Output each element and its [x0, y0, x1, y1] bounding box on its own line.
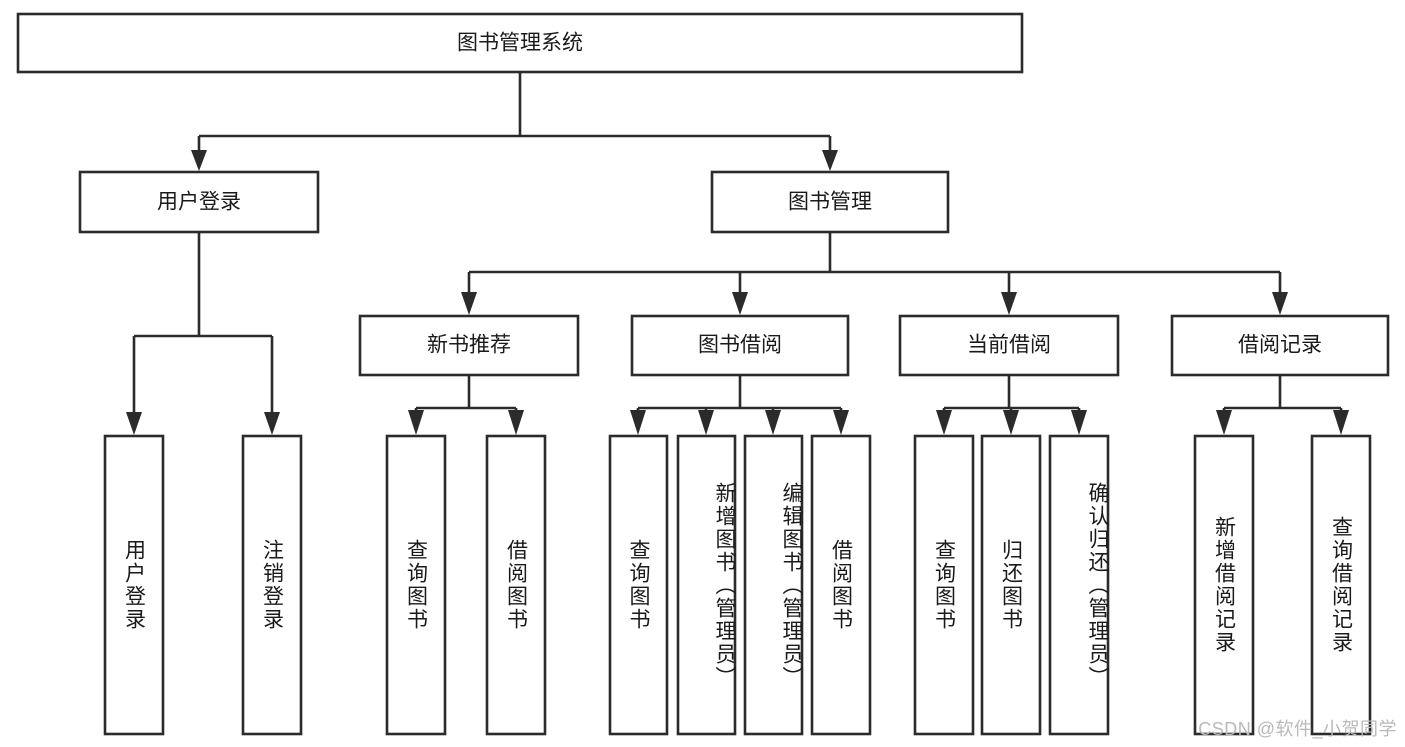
node-box-new-book-rec[interactable] [358, 314, 580, 377]
node-label-borrow-record: 借阅记录 [1238, 334, 1322, 357]
arrow-head-leaf-borrow-edit [765, 410, 781, 435]
arrow-head-leaf-borrow-query [630, 410, 646, 435]
arrow-head-leaf-cur-return [1003, 410, 1019, 435]
arrow-head-leaf-cur-query [936, 410, 952, 435]
arrow-head-book-manage [822, 150, 838, 171]
node-box-book-borrow[interactable] [630, 314, 850, 377]
arrow-head-leaf-rec-query [408, 410, 424, 435]
node-box-leaf-cur-query[interactable] [913, 434, 975, 736]
node-box-borrow-record[interactable] [1170, 314, 1390, 377]
arrow-head-leaf-borrow-add [698, 410, 714, 435]
arrow-head-new-book-rec [461, 292, 477, 315]
node-label-book-manage: 图书管理 [788, 191, 872, 214]
arrow-head-leaf-cur-confirm [1071, 410, 1087, 435]
node-label-user-login: 用户登录 [157, 191, 241, 214]
arrow-head-leaf-rec-borrow [508, 410, 524, 435]
node-box-leaf-borrow-query[interactable] [608, 434, 669, 736]
node-box-leaf-rec-query[interactable] [385, 434, 447, 736]
node-label-book-borrow: 图书借阅 [698, 334, 782, 357]
node-box-leaf-borrow-edit[interactable] [743, 434, 804, 736]
node-label-root: 图书管理系统 [457, 32, 583, 55]
node-box-leaf-logout[interactable] [241, 434, 303, 736]
arrow-head-leaf-borrow-do [833, 410, 849, 435]
arrow-head-borrow-record [1272, 292, 1288, 315]
arrow-head-leaf-user-login [126, 412, 142, 435]
node-box-leaf-cur-return[interactable] [980, 434, 1042, 736]
node-box-user-login[interactable] [78, 170, 320, 234]
node-box-leaf-user-login[interactable] [103, 434, 165, 736]
node-box-leaf-rec-search[interactable] [1310, 434, 1372, 736]
node-box-root[interactable] [16, 12, 1024, 74]
node-box-leaf-borrow-do[interactable] [810, 434, 872, 736]
node-layer: 图书管理系统 用户登录 图书管理 新书推荐 图书借阅 当前借阅 借阅记录 [16, 12, 1390, 736]
node-label-current-borrow: 当前借阅 [967, 334, 1051, 357]
arrow-head-current-borrow [1001, 292, 1017, 315]
arrow-head-leaf-logout [264, 412, 280, 435]
node-box-book-manage[interactable] [710, 170, 950, 234]
node-label-new-book-rec: 新书推荐 [427, 334, 511, 357]
watermark-text: CSDN @软件_小贺同学 [1198, 719, 1397, 739]
node-box-leaf-cur-confirm[interactable] [1048, 434, 1110, 736]
arrow-head-book-borrow [732, 292, 748, 315]
node-box-leaf-rec-add[interactable] [1193, 434, 1255, 736]
arrow-head-user-login [191, 150, 207, 171]
connector-layer [126, 72, 1349, 435]
arrow-head-leaf-rec-add [1216, 410, 1232, 435]
arrow-head-leaf-rec-search [1333, 410, 1349, 435]
node-box-leaf-borrow-add[interactable] [676, 434, 737, 736]
node-box-leaf-rec-borrow[interactable] [485, 434, 547, 736]
node-box-current-borrow[interactable] [898, 314, 1120, 377]
